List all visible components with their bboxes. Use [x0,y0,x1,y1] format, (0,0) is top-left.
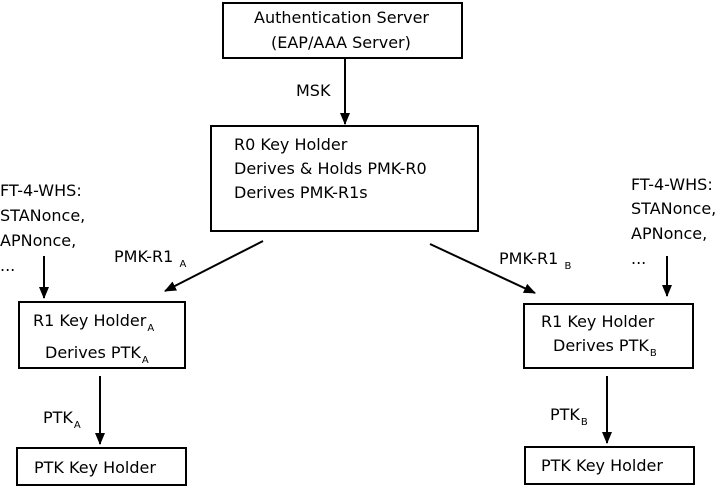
authentication-server-sublabel: (EAP/AAA Server) [271,33,411,52]
ptk-b-label: PTKB [550,405,588,428]
ptk-key-holder-b-box [524,446,695,485]
fourway-handshake-b-line1: FT-4-WHS: [631,175,713,194]
fourway-handshake-a-line4: ... [0,256,16,275]
fourway-handshake-b-line3: APNonce, [631,224,708,243]
ptk-key-holder-b-label: PTK Key Holder [541,456,663,475]
pmk-r1-a-arrow [164,240,264,292]
fourway-handshake-b-line2: STANonce, [631,199,717,218]
r1-key-holder-b-label: R1 Key Holder [541,312,655,331]
authentication-server-box [222,2,463,59]
derives-ptk-a-label: Derives PTKA [45,343,149,366]
derives-ptk-b-label: Derives PTKB [553,336,657,359]
r1-key-holder-a-box [18,301,186,369]
pmk-r1-b-arrow [429,243,536,294]
ptk-key-holder-a-label: PTK Key Holder [34,458,156,477]
authentication-server-label: Authentication Server [254,8,430,27]
pmk-r1-b-label: PMK-R1 B [499,249,572,272]
r1-key-holder-a-label: R1 Key HolderA [33,311,155,334]
fourway-handshake-b-line4: ... [631,249,647,268]
r0-key-holder-label: R0 Key Holder [234,135,348,154]
fourway-handshake-a-line3: APNonce, [0,231,77,250]
pmk-r1-a-label: PMK-R1 A [114,247,187,270]
r1-key-holder-b-box [523,303,694,369]
fourway-handshake-a-line2: STANonce, [0,206,86,225]
r0-derives-pmk-r1s: Derives PMK-R1s [234,183,368,202]
r0-key-holder-box [210,125,479,232]
ptk-key-holder-a-box [16,447,187,486]
r0-derives-pmk-r0: Derives & Holds PMK-R0 [234,159,427,178]
ptk-a-label: PTKA [43,408,81,431]
msk-label: MSK [296,81,331,100]
fourway-handshake-a-line1: FT-4-WHS: [0,181,82,200]
